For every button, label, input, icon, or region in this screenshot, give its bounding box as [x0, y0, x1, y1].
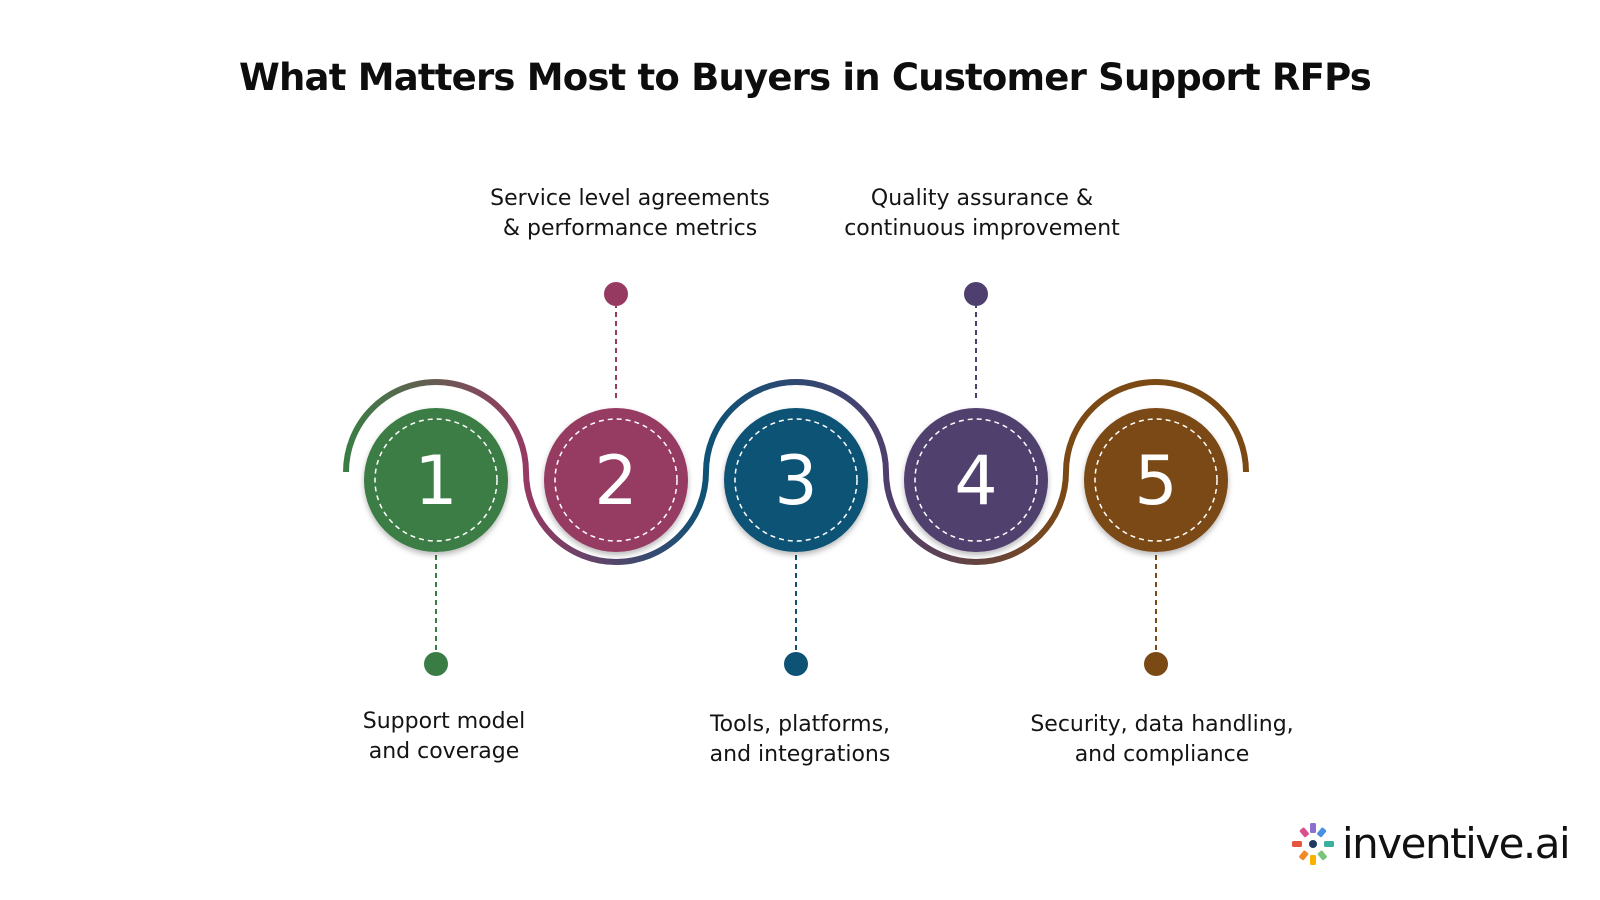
leader-dot-5 [1144, 652, 1168, 676]
page-title: What Matters Most to Buyers in Customer … [239, 56, 1372, 99]
step-number-3: 3 [774, 442, 817, 521]
connector-arc-2 [523, 471, 709, 565]
step-label-2-line2: & performance metrics [502, 216, 758, 241]
step-circle-1: 1 [364, 408, 508, 552]
step-label-1: Support model and coverage [274, 707, 614, 767]
brand-logo-text: inventive.ai [1342, 819, 1571, 868]
leader-dot-3 [784, 652, 808, 676]
step-circle-5: 5 [1084, 408, 1228, 552]
step-number-2: 2 [594, 442, 637, 521]
step-circle-3: 3 [724, 408, 868, 552]
step-label-5: Security, data handling, and compliance [992, 710, 1332, 770]
connector-arc-5 [1063, 379, 1249, 473]
step-number-5: 5 [1134, 442, 1177, 521]
step-label-1-line2: and coverage [368, 739, 520, 764]
leader-dot-4 [964, 282, 988, 306]
step-label-3: Tools, platforms, and integrations [630, 710, 970, 770]
leader-dot-1 [424, 652, 448, 676]
brand-logo: inventive.ai [1290, 816, 1571, 872]
step-number-4: 4 [954, 442, 997, 521]
step-label-4-line1: Quality assurance & [870, 186, 1094, 211]
step-number-1: 1 [414, 442, 457, 521]
connector-arc-1 [343, 379, 529, 473]
step-label-3-line1: Tools, platforms, [709, 712, 891, 737]
step-label-4: Quality assurance & continuous improveme… [812, 184, 1152, 244]
step-label-5-line2: and compliance [1074, 742, 1250, 767]
pinwheel-logo-icon [1292, 823, 1334, 865]
connector-arc-3 [703, 379, 889, 473]
connector-arc-4 [883, 471, 1069, 565]
leader-dot-2 [604, 282, 628, 306]
step-label-3-line2: and integrations [709, 742, 891, 767]
step-circle-2: 2 [544, 408, 688, 552]
step-label-4-line2: continuous improvement [844, 216, 1120, 241]
step-label-5-line1: Security, data handling, [1030, 712, 1294, 737]
step-label-2-line1: Service level agreements [490, 186, 770, 211]
step-circle-4: 4 [904, 408, 1048, 552]
step-label-1-line1: Support model [362, 709, 526, 734]
step-label-2: Service level agreements & performance m… [460, 184, 800, 244]
